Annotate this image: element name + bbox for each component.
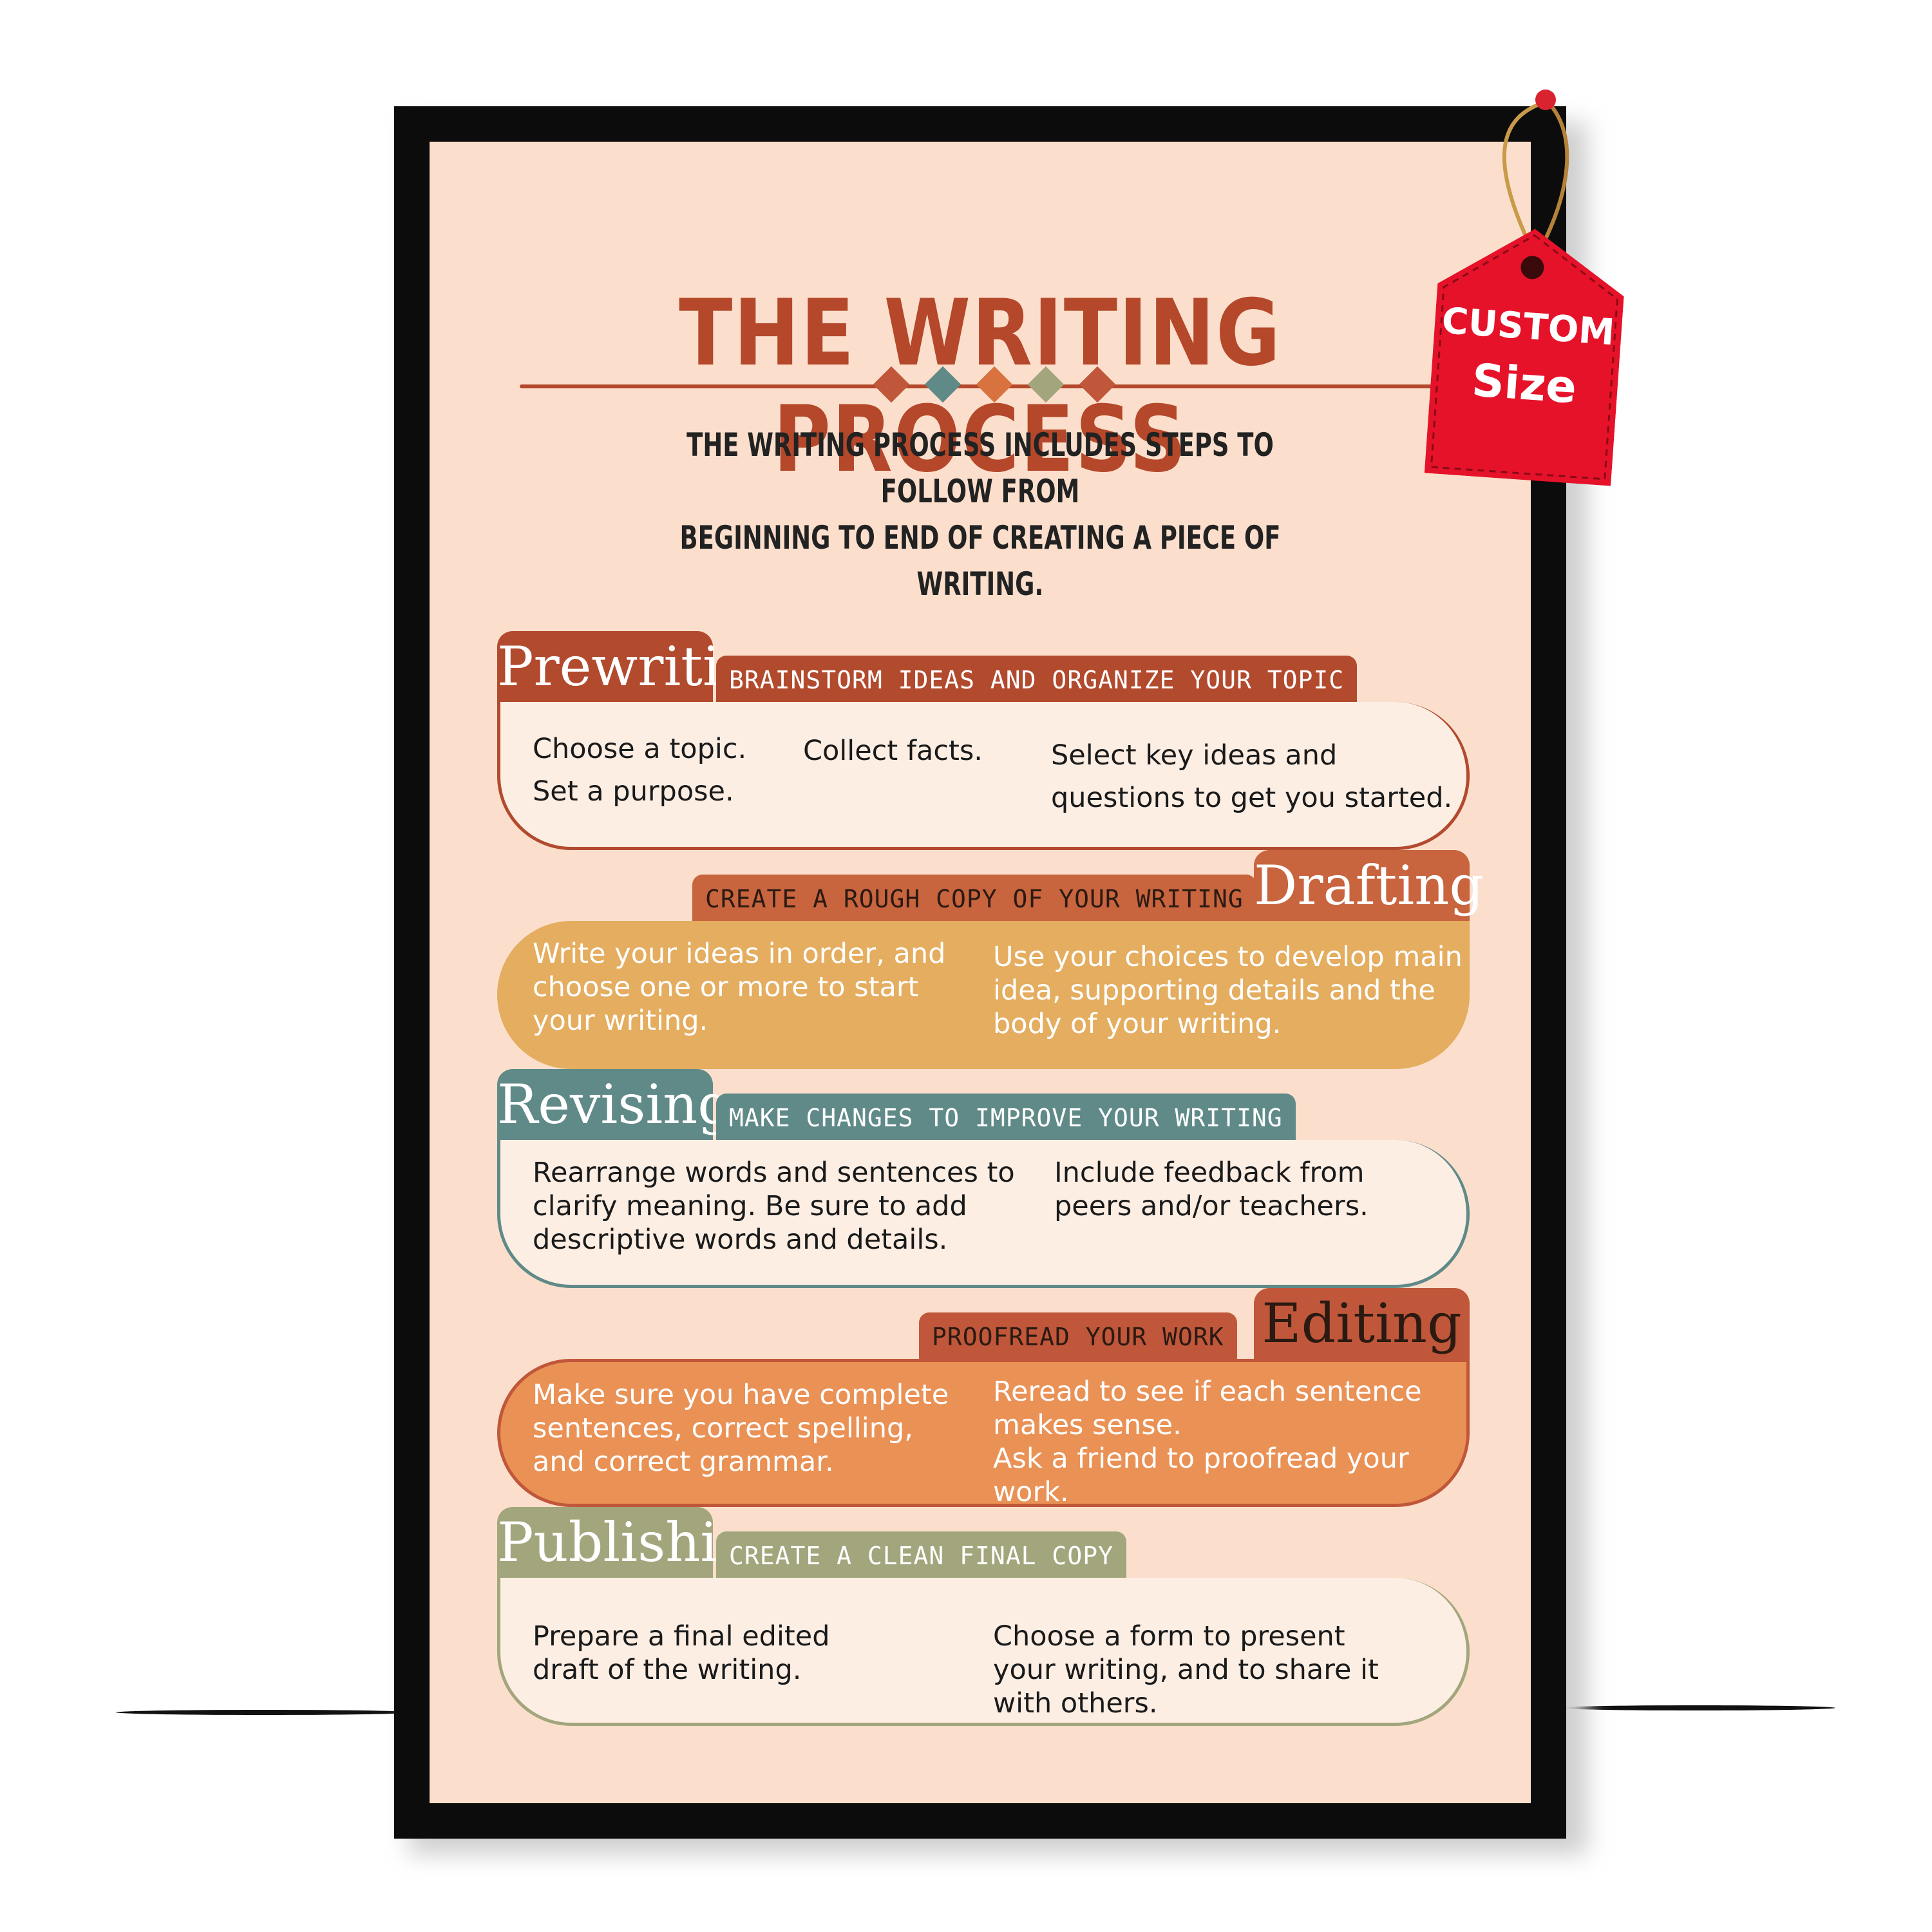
section-heading: Revising bbox=[497, 1069, 732, 1140]
section-heading: Editing bbox=[1254, 1288, 1470, 1359]
section-drafting: Drafting CREATE A ROUGH COPY OF YOUR WRI… bbox=[497, 850, 1484, 1075]
section-heading: Publishing bbox=[497, 1507, 787, 1578]
section-tagline: CREATE A CLEAN FINAL COPY bbox=[716, 1531, 1126, 1578]
section-text-col1: Choose a topic. Set a purpose. bbox=[533, 733, 747, 808]
section-text-col2: Collect facts. bbox=[803, 735, 983, 767]
tag-shape bbox=[1424, 229, 1624, 486]
section-text-col2: Reread to see if each sentence makes sen… bbox=[993, 1376, 1422, 1508]
custom-size-tag: CUSTOM Size bbox=[1424, 222, 1628, 486]
section-text-col1: Rearrange words and sentences to clarify… bbox=[533, 1157, 1015, 1256]
section-tagline: BRAINSTORM IDEAS AND ORGANIZE YOUR TOPIC bbox=[716, 656, 1358, 702]
section-tagline: CREATE A ROUGH COPY OF YOUR WRITING bbox=[692, 875, 1256, 921]
section-text-col1: Prepare a final edited draft of the writ… bbox=[533, 1620, 830, 1686]
poster-frame: THE WRITING PROCESS THE WRITING PROCESS … bbox=[394, 106, 1566, 1839]
section-body bbox=[497, 1578, 1470, 1726]
section-editing: Editing PROOFREAD YOUR WORK Make sure yo… bbox=[497, 1288, 1470, 1513]
section-text-col3: Select key ideas and questions to get yo… bbox=[1051, 739, 1453, 814]
section-revising: Revising MAKE CHANGES TO IMPROVE YOUR WR… bbox=[497, 1069, 1470, 1294]
section-tagline: MAKE CHANGES TO IMPROVE YOUR WRITING bbox=[716, 1094, 1296, 1140]
section-body bbox=[497, 921, 1470, 1069]
section-heading: Drafting bbox=[1254, 850, 1484, 921]
section-text-col2: Include feedback from peers and/or teach… bbox=[1054, 1157, 1368, 1222]
section-body bbox=[497, 1359, 1470, 1507]
section-publishing: Publishing CREATE A CLEAN FINAL COPY Pre… bbox=[497, 1507, 1470, 1732]
poster: THE WRITING PROCESS THE WRITING PROCESS … bbox=[430, 142, 1531, 1803]
floor-shadow-right bbox=[1558, 1705, 1835, 1710]
poster-title: THE WRITING PROCESS bbox=[679, 280, 1282, 493]
floor-shadow-left bbox=[116, 1710, 412, 1715]
poster-subtitle: THE WRITING PROCESS INCLUDES STEPS TO FO… bbox=[679, 426, 1281, 603]
section-text-col2: Choose a form to present your writing, a… bbox=[993, 1620, 1379, 1719]
section-body bbox=[497, 1140, 1470, 1288]
section-text-col1: Write your ideas in order, and choose on… bbox=[533, 938, 946, 1037]
section-text-col2: Use your choices to develop main idea, s… bbox=[993, 941, 1463, 1040]
section-prewriting: Prewriting BRAINSTORM IDEAS AND ORGANIZE… bbox=[497, 631, 1470, 857]
section-body bbox=[497, 702, 1470, 850]
section-heading: Prewriting bbox=[497, 631, 790, 702]
section-tagline: PROOFREAD YOUR WORK bbox=[919, 1312, 1237, 1359]
section-text-col1: Make sure you have complete sentences, c… bbox=[533, 1379, 949, 1478]
